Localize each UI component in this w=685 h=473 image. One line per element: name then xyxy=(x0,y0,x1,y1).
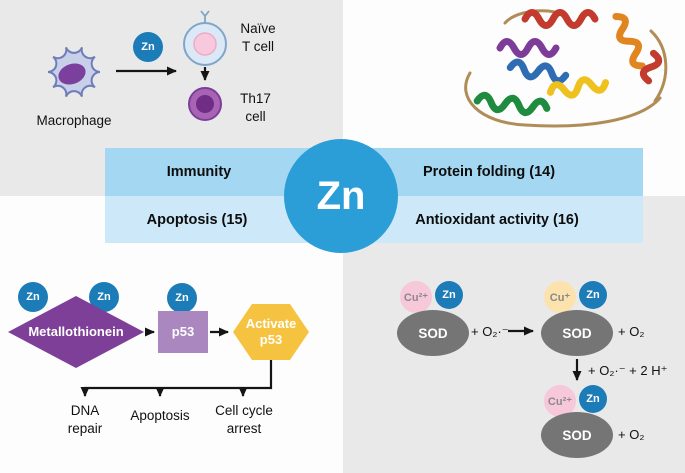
th17-cell-label: Th17 cell xyxy=(240,91,271,124)
apoptosis-label: Apoptosis xyxy=(130,408,190,423)
step2-label: + O₂·⁻ + 2 H⁺ xyxy=(588,363,668,378)
cell-cycle-arrest-label: Cell cycle arrest xyxy=(215,403,273,436)
zn-center-circle: Zn xyxy=(284,139,398,253)
band-label-antioxidant: Antioxidant activity (16) xyxy=(415,212,579,228)
sod-ellipse-3: SOD xyxy=(541,412,613,458)
dna-repair-label: DNA repair xyxy=(67,403,103,436)
zn-chip-immunity: Zn xyxy=(133,32,163,62)
naive-t-cell-label: Naïve T cell xyxy=(240,21,276,54)
cu2-chip-1: Cu²⁺ xyxy=(400,281,432,313)
zn-chip-sod-3: Zn xyxy=(579,385,607,413)
zn-chip-sod-1: Zn xyxy=(435,281,463,309)
oxygen-label-1: + O₂ xyxy=(618,324,645,339)
cu1-chip: Cu⁺ xyxy=(544,281,576,313)
macrophage-label: Macrophage xyxy=(36,113,112,128)
zn-chip-mt-1: Zn xyxy=(18,282,48,312)
p53-box: p53 xyxy=(158,311,208,353)
cu2-chip-2: Cu²⁺ xyxy=(544,385,576,417)
zn-chip-sod-2: Zn xyxy=(579,281,607,309)
superoxide-label-1: + O₂·⁻ xyxy=(471,324,509,339)
sod-ellipse-1: SOD xyxy=(397,310,469,356)
oxygen-label-2: + O₂ xyxy=(618,427,645,442)
band-label-immunity: Immunity xyxy=(166,164,232,180)
band-label-apoptosis: Apoptosis (15) xyxy=(146,212,248,228)
zn-chip-p53: Zn xyxy=(167,283,197,313)
band-label-protein-folding: Protein folding (14) xyxy=(422,164,556,180)
sod-ellipse-2: SOD xyxy=(541,310,613,356)
